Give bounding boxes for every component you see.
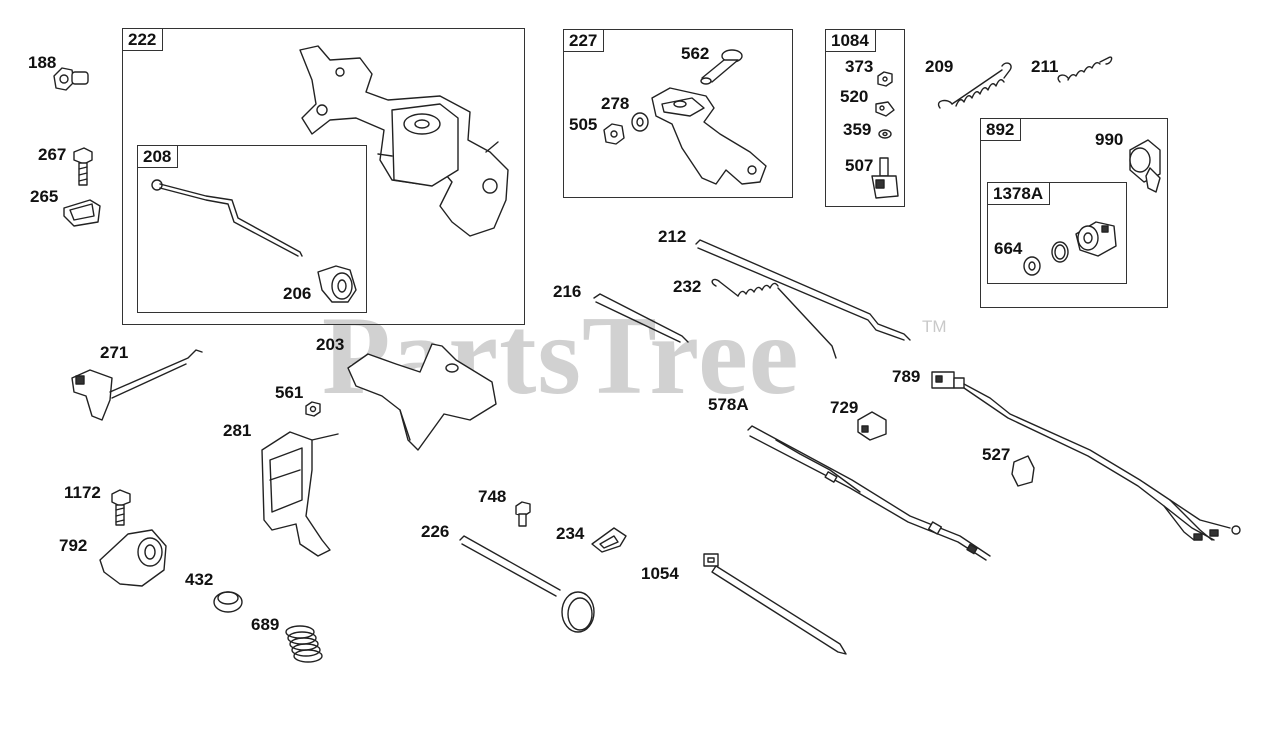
part-212-rod-icon[interactable]: [695, 239, 911, 341]
callout-216[interactable]: 216: [553, 282, 582, 301]
callout-689[interactable]: 689: [251, 615, 280, 634]
part-227-lever-icon[interactable]: [651, 87, 767, 185]
watermark-trademark: TM: [922, 317, 947, 336]
callout-232[interactable]: 232: [673, 277, 702, 296]
part-689-spring-icon[interactable]: [285, 625, 323, 663]
callout-271[interactable]: 271: [100, 343, 129, 362]
part-1172-screw-icon[interactable]: [111, 489, 131, 526]
part-209-spring-icon[interactable]: [937, 62, 1012, 109]
part-792-bracket-icon[interactable]: [99, 529, 167, 587]
part-188-nut-icon[interactable]: [53, 67, 89, 91]
callout-212[interactable]: 212: [658, 227, 687, 246]
part-234-clip-icon[interactable]: [591, 527, 627, 553]
callout-359[interactable]: 359: [843, 120, 872, 139]
callout-234[interactable]: 234: [556, 524, 585, 543]
callout-729[interactable]: 729: [830, 398, 859, 417]
callout-278[interactable]: 278: [601, 94, 630, 113]
callout-990[interactable]: 990: [1095, 130, 1124, 149]
group-box-1378A[interactable]: 1378A: [987, 182, 1127, 284]
part-507-switch-icon[interactable]: [871, 157, 899, 199]
part-226-rod-icon[interactable]: [459, 535, 595, 633]
group-box-label: 1084: [825, 29, 876, 52]
group-box-222[interactable]: 222: [122, 28, 525, 325]
callout-527[interactable]: 527: [982, 445, 1011, 464]
part-281-bracket-icon[interactable]: [261, 431, 339, 557]
callout-203[interactable]: 203: [316, 335, 345, 354]
callout-748[interactable]: 748: [478, 487, 507, 506]
part-359-washer-icon[interactable]: [878, 129, 892, 139]
part-222-governor-bracket-icon[interactable]: [299, 45, 509, 237]
group-box-label: 1378A: [987, 182, 1051, 205]
callout-505[interactable]: 505: [569, 115, 598, 134]
callout-211[interactable]: 211: [1031, 57, 1059, 76]
group-box-208[interactable]: 208: [137, 145, 367, 313]
callout-265[interactable]: 265: [30, 187, 59, 206]
part-990-key-switch-icon[interactable]: [1129, 139, 1161, 193]
group-box-label: 892: [980, 118, 1022, 141]
part-505-nut-icon[interactable]: [603, 123, 625, 145]
callout-664[interactable]: 664: [994, 239, 1023, 258]
part-203-bracket-icon[interactable]: [347, 343, 497, 451]
callout-267[interactable]: 267: [38, 145, 67, 164]
part-267-screw-icon[interactable]: [73, 147, 93, 186]
part-789-wiring-icon[interactable]: [931, 371, 1241, 541]
part-729-connector-icon[interactable]: [857, 411, 887, 441]
part-520-clip-icon[interactable]: [875, 101, 895, 117]
part-232-spring-rod-icon[interactable]: [711, 278, 837, 359]
part-206-knob-icon[interactable]: [317, 265, 357, 303]
part-432-ring-icon[interactable]: [213, 591, 243, 613]
callout-281[interactable]: 281: [223, 421, 252, 440]
group-box-label: 208: [137, 145, 179, 168]
callout-792[interactable]: 792: [59, 536, 88, 555]
part-748-screw-icon[interactable]: [515, 501, 531, 527]
part-265-clip-icon[interactable]: [63, 199, 101, 227]
callout-1054[interactable]: 1054: [641, 564, 679, 583]
callout-1172[interactable]: 1172: [64, 483, 101, 502]
callout-373[interactable]: 373: [845, 57, 874, 76]
callout-789[interactable]: 789: [892, 367, 921, 386]
callout-432[interactable]: 432: [185, 570, 214, 589]
group-box-label: 227: [563, 29, 605, 52]
callout-561[interactable]: 561: [275, 383, 304, 402]
part-278-washer-icon[interactable]: [631, 112, 649, 132]
callout-188[interactable]: 188: [28, 53, 57, 72]
group-box-227[interactable]: 227: [563, 29, 793, 198]
part-578A-wire-harness-icon[interactable]: [747, 425, 991, 561]
part-561-nut-icon[interactable]: [305, 401, 321, 417]
part-527-connector-icon[interactable]: [1011, 455, 1035, 487]
group-box-1084[interactable]: 1084: [825, 29, 905, 207]
callout-578A[interactable]: 578A: [708, 395, 749, 414]
group-box-892[interactable]: 892: [980, 118, 1168, 308]
part-208-rod-icon[interactable]: [151, 179, 303, 257]
part-1378A-ignition-switch-icon[interactable]: [1075, 221, 1117, 257]
callout-206[interactable]: 206: [283, 284, 312, 303]
callout-209[interactable]: 209: [925, 57, 954, 76]
group-box-label: 222: [122, 28, 164, 51]
part-216-rod-icon[interactable]: [593, 293, 689, 343]
callout-562[interactable]: 562: [681, 44, 710, 63]
part-373-nut-icon[interactable]: [877, 71, 893, 87]
part-1054-cable-tie-icon[interactable]: [703, 553, 847, 655]
callout-226[interactable]: 226: [421, 522, 450, 541]
callout-507[interactable]: 507: [845, 156, 874, 175]
callout-520[interactable]: 520: [840, 87, 869, 106]
part-271-throttle-control-icon[interactable]: [71, 349, 203, 421]
part-562-pin-icon[interactable]: [700, 49, 743, 85]
part-664-nut-icon[interactable]: [1023, 241, 1069, 276]
part-211-spring-icon[interactable]: [1057, 56, 1113, 83]
